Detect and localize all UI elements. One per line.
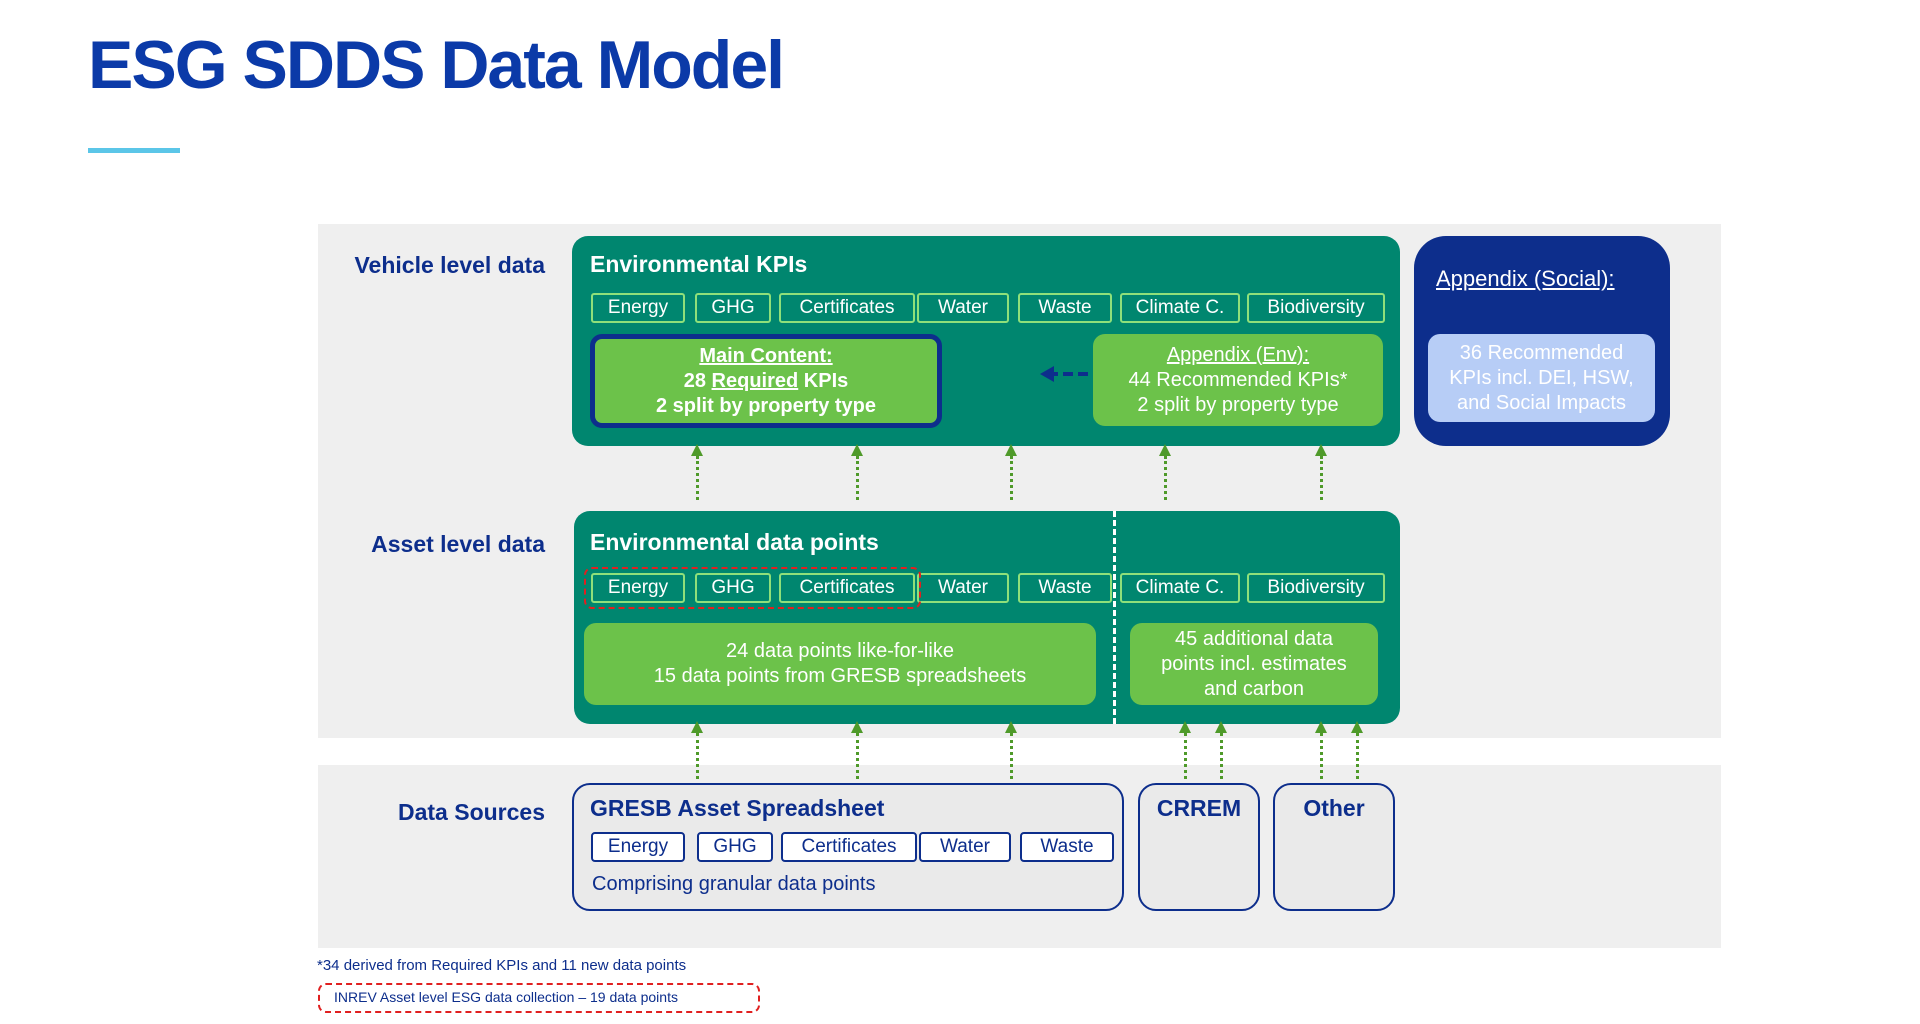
asset-pill-energy: Energy: [591, 573, 685, 603]
legend-box: [318, 983, 760, 1013]
row-label-vehicle: Vehicle level data: [354, 252, 545, 278]
arrow-up-icon: [1005, 444, 1017, 500]
crrem-heading: CRREM: [1156, 795, 1242, 821]
arrow-up-icon: [691, 721, 703, 779]
appendix-env-title: Appendix (Env):: [1166, 343, 1310, 366]
asset-pill-water: Water: [917, 573, 1009, 603]
arrow-up-icon: [1159, 444, 1171, 500]
row-label-asset: Asset level data: [371, 531, 545, 557]
asset-pill-biodiversity: Biodiversity: [1247, 573, 1385, 603]
gresb-pill-energy: Energy: [591, 832, 685, 862]
environmental-data-points-panel: Environmental data points Energy GHG Cer…: [574, 511, 1400, 724]
appendix-social-heading: Appendix (Social):: [1436, 266, 1615, 291]
appendix-env-box: Appendix (Env): 44 Recommended KPIs* 2 s…: [1093, 334, 1383, 426]
like-for-like-box: 24 data points like-for-like 15 data poi…: [584, 623, 1096, 705]
asset-pill-certificates: Certificates: [779, 573, 915, 603]
appendix-env-split: 2 split by property type: [1137, 393, 1339, 416]
page-title: ESG SDDS Data Model: [88, 27, 785, 103]
arrow-up-icon: [851, 444, 863, 500]
legend-text: INREV Asset level ESG data collection – …: [334, 989, 678, 1005]
kpi-pill-water: Water: [917, 293, 1009, 323]
kpi-pill-certificates: Certificates: [779, 293, 915, 323]
asset-pill-waste: Waste: [1018, 573, 1112, 603]
kpi-pill-ghg: GHG: [695, 293, 771, 323]
row-label-sources: Data Sources: [397, 799, 545, 825]
gresb-heading: GRESB Asset Spreadsheet: [590, 795, 885, 821]
gresb-pill-certificates: Certificates: [781, 832, 917, 862]
social-kpis-box: 36 Recommended KPIs incl. DEI, HSW, and …: [1428, 334, 1655, 422]
main-content-title: Main Content:: [699, 344, 833, 367]
arrow-up-icon: [1315, 721, 1327, 779]
title-underline: [88, 148, 180, 153]
kpi-pill-energy: Energy: [591, 293, 685, 323]
environmental-kpis-panel: Environmental KPIs Energy GHG Certificat…: [572, 236, 1400, 446]
asset-pill-climate: Climate C.: [1120, 573, 1240, 603]
environmental-data-points-heading: Environmental data points: [590, 529, 879, 555]
arrow-up-icon: [1315, 444, 1327, 500]
appendix-env-kpis: 44 Recommended KPIs*: [1128, 368, 1348, 391]
footnote: *34 derived from Required KPIs and 11 ne…: [317, 957, 687, 974]
arrow-up-icon: [1351, 721, 1363, 779]
asset-panel-divider: [1113, 511, 1116, 724]
inrev-highlight-outline: [584, 567, 921, 609]
crrem-source-box: CRREM: [1138, 783, 1260, 911]
kpi-pill-biodiversity: Biodiversity: [1247, 293, 1385, 323]
arrow-up-icon: [851, 721, 863, 779]
arrow-up-icon: [1215, 721, 1227, 779]
gresb-caption: Comprising granular data points: [592, 873, 876, 895]
gresb-source-box: GRESB Asset Spreadsheet Energy GHG Certi…: [572, 783, 1124, 911]
asset-pill-ghg: GHG: [695, 573, 771, 603]
kpi-pill-climate: Climate C.: [1120, 293, 1240, 323]
gresb-pill-ghg: GHG: [697, 832, 773, 862]
additional-data-box: 45 additional data points incl. estimate…: [1130, 623, 1378, 705]
required-emphasis: Required: [711, 369, 799, 392]
main-content-required-line: 28 Required KPIs: [683, 369, 849, 392]
other-source-box: Other: [1273, 783, 1395, 911]
gresb-pill-waste: Waste: [1020, 832, 1114, 862]
arrow-up-icon: [691, 444, 703, 500]
main-content-box: Main Content: 28 Required KPIs 2 split b…: [590, 334, 942, 428]
kpi-pill-waste: Waste: [1018, 293, 1112, 323]
gresb-pill-water: Water: [919, 832, 1011, 862]
arrow-up-icon: [1005, 721, 1017, 779]
main-content-split-line: 2 split by property type: [655, 394, 877, 417]
other-heading: Other: [1303, 795, 1365, 821]
left-arrow-icon: [1040, 366, 1088, 382]
arrow-up-icon: [1179, 721, 1191, 779]
appendix-social-panel: Appendix (Social): 36 Recommended KPIs i…: [1414, 236, 1670, 446]
environmental-kpis-heading: Environmental KPIs: [590, 251, 808, 277]
